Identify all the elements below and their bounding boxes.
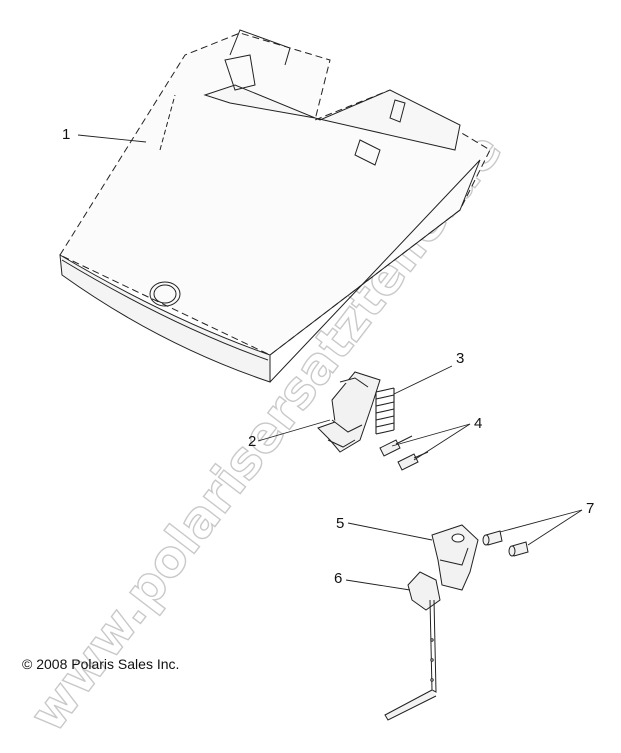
hood-panel [59,29,491,383]
callout-3: 3 [456,350,465,367]
screws [379,435,429,471]
leader-lines [77,134,583,591]
callout-1: 1 [62,126,71,143]
callout-5: 5 [336,515,345,532]
callout-2: 2 [248,433,257,450]
callout-4: 4 [474,415,483,432]
callout-7: 7 [586,500,595,517]
callout-6: 6 [334,570,343,587]
hood-hole [149,281,181,307]
copyright-notice: © 2008 Polaris Sales Inc. [22,656,180,672]
spring [375,387,395,435]
latch-bracket [317,371,381,453]
mount-bracket [431,524,479,591]
latch-rod [384,571,441,721]
bolts [482,530,529,557]
